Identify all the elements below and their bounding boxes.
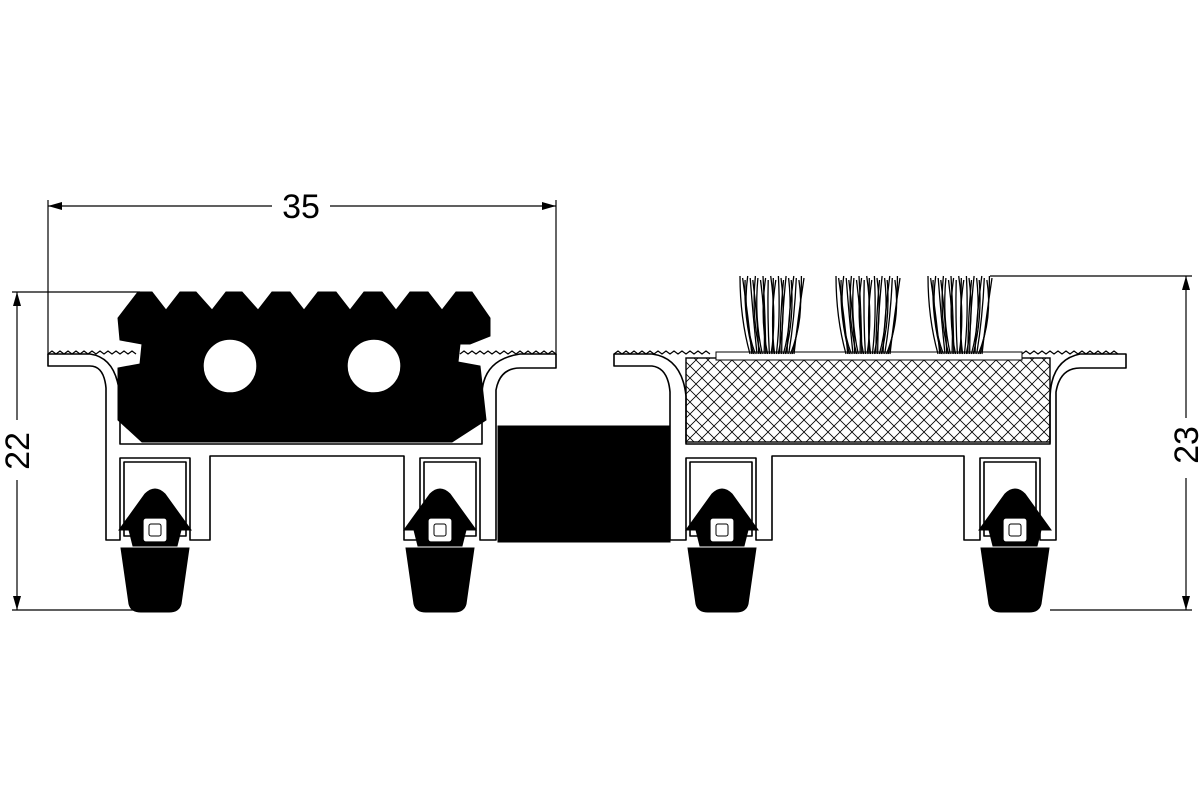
rubber-foot	[685, 488, 759, 613]
brush-tuft	[927, 275, 993, 355]
rubber-foot	[978, 488, 1052, 613]
dimension-height-right: 23	[990, 275, 1200, 611]
brush-tuft	[835, 275, 901, 355]
rubber-feet	[118, 488, 1052, 613]
rubber-foot	[118, 488, 192, 613]
insert-hole-left	[202, 338, 258, 394]
brush-strips	[739, 275, 993, 355]
rubber-foot	[403, 488, 477, 613]
dimension-width: 35	[47, 188, 557, 355]
dimension-height-left: 22	[0, 291, 140, 611]
dimension-width-label: 35	[282, 188, 320, 226]
dimension-height-right-label: 23	[1168, 426, 1200, 464]
dimension-height-left-label: 22	[0, 432, 37, 470]
brush-tuft	[739, 275, 805, 355]
rubber-insert-ribbed	[117, 291, 491, 443]
connector-spacer	[497, 425, 671, 543]
textile-insert	[685, 357, 1051, 443]
insert-hole-right	[346, 338, 402, 394]
